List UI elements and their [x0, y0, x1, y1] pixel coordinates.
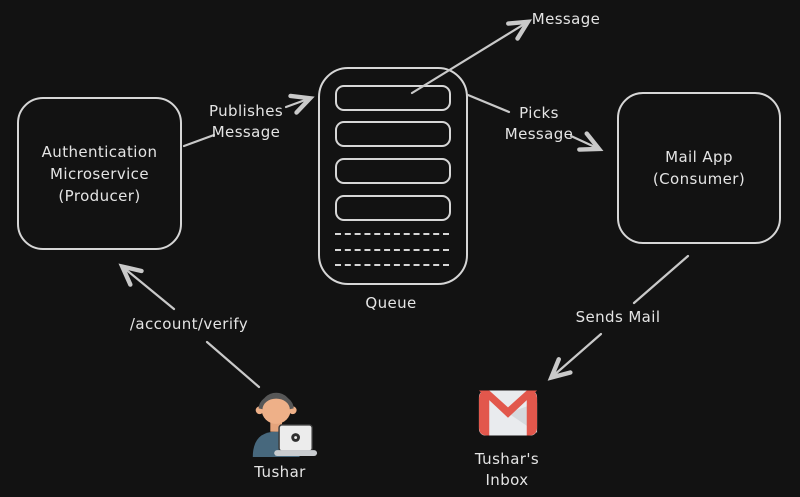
picks-label: Picks Message: [505, 103, 574, 145]
inbox-label: Tushar's Inbox: [475, 449, 539, 491]
producer-label-line1: Authentication: [41, 142, 158, 161]
gmail-icon: [478, 389, 538, 437]
publishes-label: Publishes Message: [209, 101, 283, 143]
consumer-label-line2: (Consumer): [652, 170, 746, 188]
producer-label-line2: Microservice: [50, 164, 149, 183]
queue-slot: [335, 121, 451, 147]
queue-slot: [335, 85, 451, 111]
queue-node: [318, 67, 468, 285]
queue-dashed-row: [335, 249, 449, 251]
consumer-node: Mail App (Consumer): [617, 92, 781, 244]
inbox-label-line1: Tushar's: [474, 450, 540, 468]
account-verify-label: /account/verify: [129, 315, 249, 333]
publishes-label-line1: Publishes: [208, 102, 284, 120]
queue-dashed-row: [335, 264, 449, 266]
queue-label: Queue: [365, 294, 417, 312]
tushar-label: Tushar: [254, 463, 306, 481]
queue-slot: [335, 195, 451, 221]
queue-dashed-row: [335, 233, 449, 235]
consumer-label-line1: Mail App: [665, 148, 733, 166]
picks-label-line2: Message: [504, 125, 574, 143]
tushar-person-icon: [242, 383, 322, 457]
picks-label-line1: Picks: [519, 104, 559, 122]
inbox-label-line2: Inbox: [485, 471, 529, 489]
producer-node: Authentication Microservice (Producer): [17, 97, 182, 250]
producer-label-line3: (Producer): [58, 186, 141, 205]
sends-mail-label: Sends Mail: [575, 308, 661, 326]
publishes-label-line2: Message: [211, 123, 281, 141]
message-label: Message: [531, 10, 601, 28]
queue-slot: [335, 158, 451, 184]
